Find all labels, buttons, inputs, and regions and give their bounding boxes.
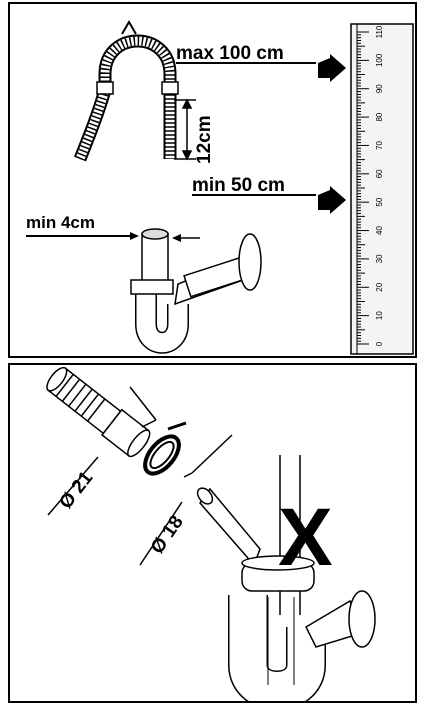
hose-length-label: 12cm [194, 115, 215, 164]
max-height-label: max 100 cm [176, 43, 284, 64]
ruler-tick-label: 70 [375, 140, 384, 149]
ruler-tick-label: 60 [375, 169, 384, 178]
min-diameter-label: min 4cm [26, 213, 95, 232]
hose-clamp [143, 421, 187, 476]
d18-label: Ø 18 [147, 512, 188, 558]
ruler-tick-label: 0 [375, 341, 384, 346]
connection-panel: Ø 21 Ø 18 X [8, 363, 417, 703]
ruler-tick-label: 80 [375, 112, 384, 121]
min-height-arrow-icon [318, 186, 346, 214]
min-height-label: min 50 cm [192, 175, 285, 196]
drain-hose-end [46, 366, 151, 458]
ruler-tick-label: 100 [375, 53, 384, 67]
d18-dimension [139, 434, 233, 566]
ruler-tick-label: 30 [375, 254, 384, 263]
ruler-tick-label: 50 [375, 197, 384, 206]
ruler-tick-label: 40 [375, 226, 384, 235]
ruler-tick-label: 10 [375, 311, 384, 320]
sink-siphon [228, 555, 376, 701]
connection-diagram: Ø 21 Ø 18 X [46, 366, 376, 701]
ruler-tick-label: 110 [375, 25, 384, 38]
forbidden-mark-icon: X [278, 492, 333, 583]
max-height-arrow-icon [318, 54, 346, 82]
hose-length-dimension [174, 98, 196, 161]
d21-label: Ø 21 [55, 467, 97, 513]
ruler-tick-label: 20 [375, 282, 384, 291]
drain-hose-bend [73, 20, 179, 162]
siphon-trap [130, 228, 262, 354]
drain-nozzle [196, 487, 261, 567]
ruler-tick-label: 90 [375, 84, 384, 93]
d21-dimension [47, 386, 157, 516]
